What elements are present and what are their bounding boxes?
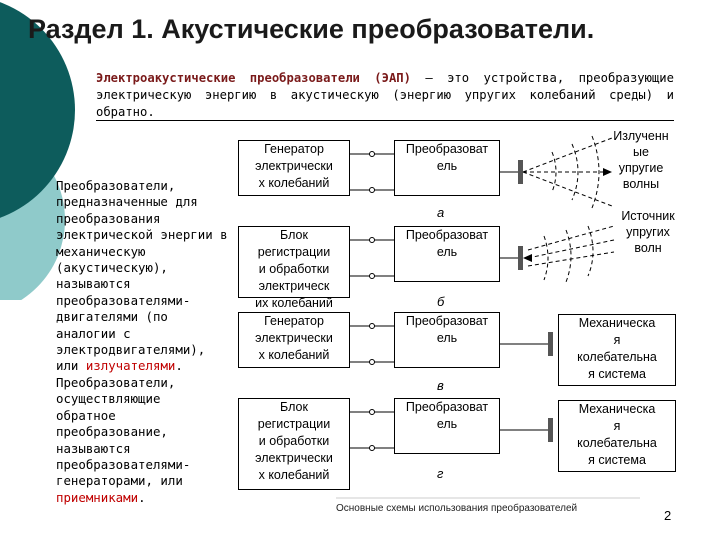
processor-label-b: Блок регистрации и обработки электрическ… (255, 228, 333, 310)
left-description: Преобразователи, предназначенные для пре… (56, 178, 228, 506)
generator-label-a: Генератор электрически х колебаний (255, 142, 333, 190)
diagram-label-v: в (437, 378, 444, 393)
radiated-waves-label: Излученн ые упругие волны (613, 129, 669, 191)
intro-paragraph: Электроакустические преобразователи (ЭАП… (96, 70, 674, 121)
wave-source-label: Источник упругих волн (621, 209, 675, 255)
receivers-term: приемниками (56, 489, 139, 505)
intro-term: Электроакустические преобразователи (ЭАП… (96, 71, 411, 85)
generator-box-a: Генератор электрически х колебаний (238, 140, 350, 196)
transducer-label-v: Преобразоват ель (405, 314, 489, 345)
diagram-label-a: а (437, 205, 445, 220)
page-title: Раздел 1. Акустические преобразователи. (28, 14, 595, 44)
intro-definition: – это устройства, преобразующие электрич… (96, 71, 674, 119)
mechanical-system-label-v: Механическа я колебательна я система (577, 316, 657, 381)
diagram-label-b: б (437, 294, 445, 309)
intro-divider (96, 120, 674, 121)
transducer-box-g: Преобразоват ель (394, 398, 500, 454)
left-text-part3: . (138, 489, 146, 505)
transducer-box-v: Преобразоват ель (394, 312, 500, 368)
page-number: 2 (664, 508, 672, 523)
transducer-label-a: Преобразоват ель (405, 142, 489, 173)
mechanical-system-box-v: Механическа я колебательна я система (558, 314, 676, 386)
transducer-box-b: Преобразоват ель (394, 226, 500, 282)
left-text-part1: Преобразователи, предназначенные для пре… (56, 178, 228, 374)
processor-box-b: Блок регистрации и обработки электрическ… (238, 226, 350, 310)
mechanical-system-label-g: Механическа я колебательна я система (577, 402, 657, 467)
processor-box-g: Блок регистрации и обработки электрическ… (238, 398, 350, 490)
transducer-box-a: Преобразоват ель (394, 140, 500, 196)
diagram-label-g: г (437, 466, 444, 481)
figure-caption: Основные схемы использования преобразова… (336, 503, 578, 514)
left-text-part2: . Преобразователи, осуществляющие обратн… (56, 358, 191, 489)
transducer-label-b: Преобразоват ель (405, 228, 489, 259)
generator-box-v: Генератор электрически х колебаний (238, 312, 350, 368)
decorative-circles (0, 2, 75, 300)
generator-label-v: Генератор электрически х колебаний (255, 314, 333, 362)
transducer-label-g: Преобразоват ель (405, 400, 489, 431)
emitters-term: излучателями (85, 358, 176, 374)
processor-label-g: Блок регистрации и обработки электрическ… (255, 400, 333, 482)
mechanical-system-box-g: Механическа я колебательна я система (558, 400, 676, 472)
